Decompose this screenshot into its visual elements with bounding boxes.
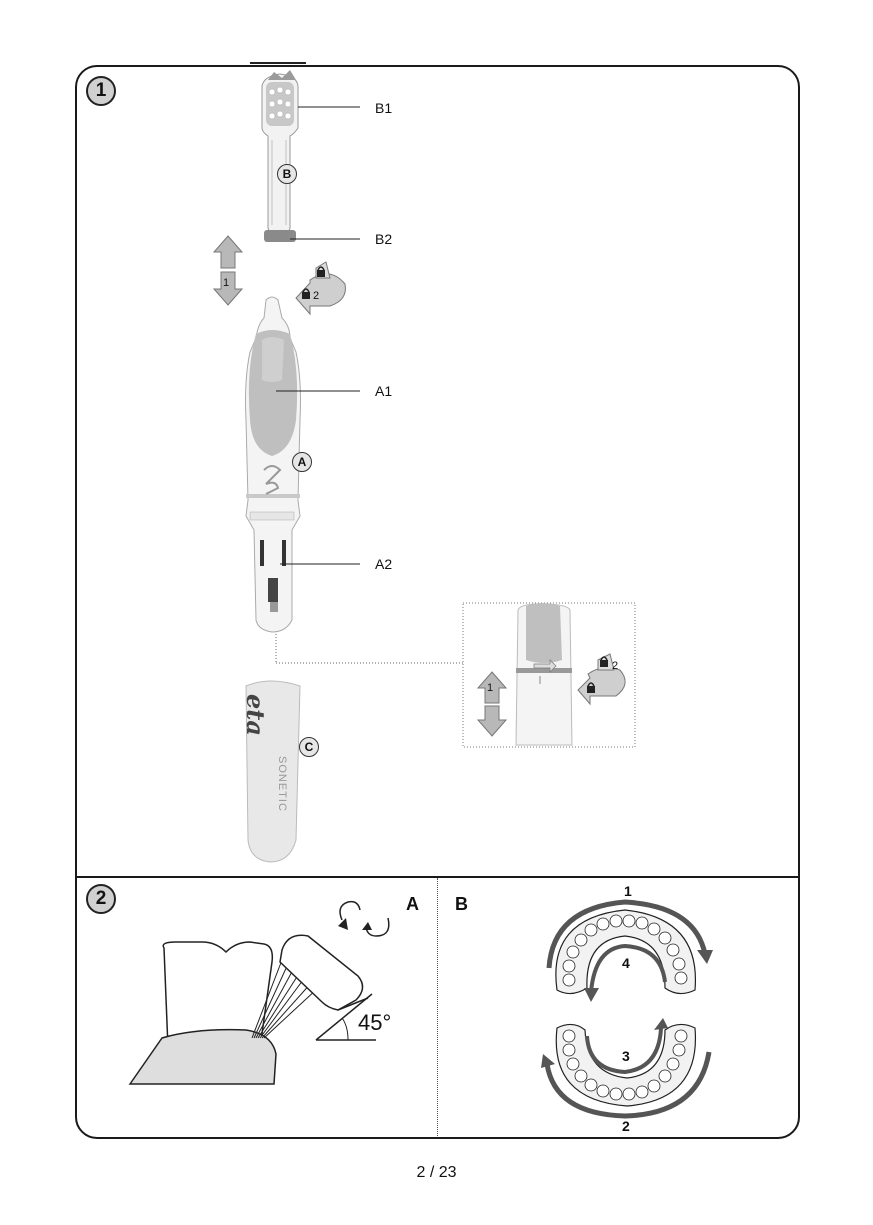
rotate-lock-arrow-icon bbox=[296, 262, 345, 314]
label-a2: A2 bbox=[375, 556, 392, 572]
part-a-badge: A bbox=[292, 452, 312, 472]
order-step-1: 1 bbox=[624, 883, 632, 899]
inset-lock-step-label: 2 bbox=[612, 660, 618, 672]
brush-head-b bbox=[262, 70, 298, 242]
lock-step-label: 2 bbox=[313, 290, 319, 302]
push-step-label: 1 bbox=[223, 277, 229, 289]
order-step-4: 4 bbox=[622, 955, 630, 971]
part-c-badge: C bbox=[299, 737, 319, 757]
assembly-inset bbox=[463, 603, 635, 747]
part-b-badge: B bbox=[277, 164, 297, 184]
order-step-2: 2 bbox=[622, 1118, 630, 1134]
inset-push-step-label: 1 bbox=[487, 682, 493, 694]
toothbrush-assembly-illustration bbox=[0, 0, 873, 880]
push-arrow-icon bbox=[214, 236, 242, 305]
page-number: 2 / 23 bbox=[0, 1164, 873, 1182]
label-a1: A1 bbox=[375, 383, 392, 399]
brushing-angle-illustration bbox=[76, 878, 436, 1138]
angle-label: 45° bbox=[358, 1010, 391, 1036]
brushing-order-illustration bbox=[439, 878, 799, 1138]
order-step-3: 3 bbox=[622, 1048, 630, 1064]
label-b2: B2 bbox=[375, 231, 392, 247]
case-model-text: SONETIC bbox=[276, 756, 288, 812]
case-brand-logo: eta bbox=[230, 694, 270, 718]
panel-divider bbox=[437, 878, 438, 1136]
label-b1: B1 bbox=[375, 100, 392, 116]
